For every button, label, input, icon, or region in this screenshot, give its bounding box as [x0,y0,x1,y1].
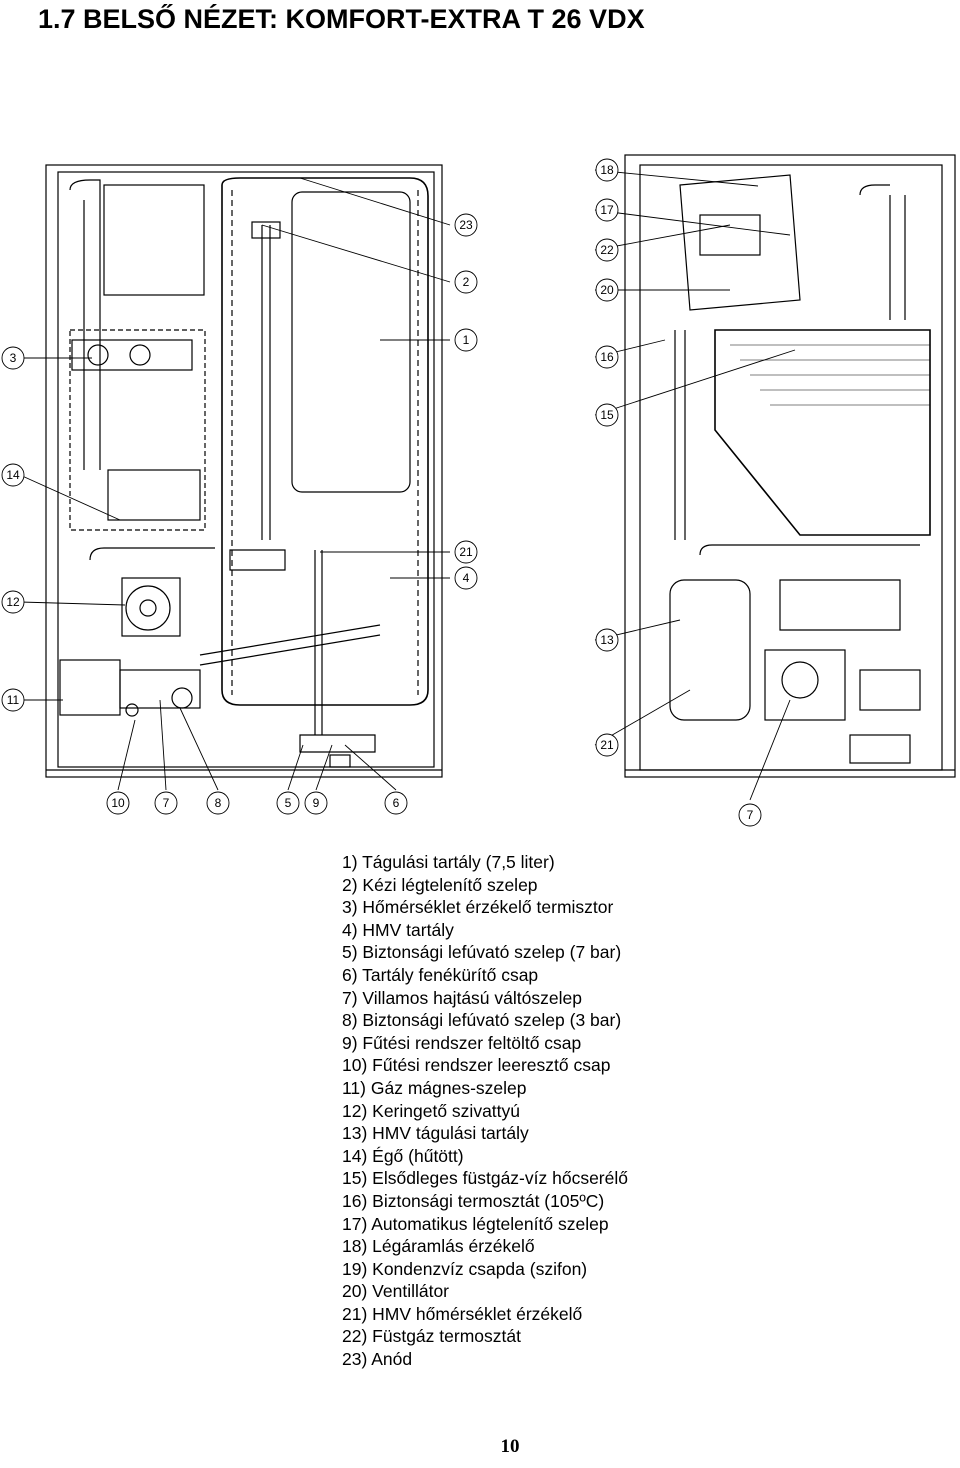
callout-label: 7 [747,808,754,822]
callout-12 [1,590,25,614]
callout-label: 14 [6,468,20,482]
callout-label: 12 [6,595,20,609]
legend-item: 23) Anód [342,1349,413,1370]
callout-22 [595,238,619,262]
legend-item: 1) Tágulási tartály (7,5 liter) [342,852,555,872]
callout-21b [595,733,619,757]
component-legend: 1) Tágulási tartály (7,5 liter) 2) Kézi … [342,851,628,1371]
callout-label: 13 [600,633,614,647]
callout-label: 18 [600,163,614,177]
left-unit-drawing [45,164,443,778]
callout-6 [384,791,408,815]
callout-label: 2 [463,275,470,289]
legend-item: 13) HMV tágulási tartály [342,1123,529,1144]
callout-label: 9 [313,796,320,810]
callout-3 [1,346,25,370]
right-unit-drawing [624,154,956,778]
callout-label: 7 [163,796,170,810]
callout-20 [595,278,619,302]
legend-item: 4) HMV tartály [342,919,454,940]
callout-label: 20 [600,283,614,297]
page-title: 1.7 BELSŐ NÉZET: KOMFORT-EXTRA T 26 VDX [38,4,645,34]
legend-item: 18) Légáramlás érzékelő [342,1236,535,1257]
legend-item: 2) Kézi légtelenítő szelep [342,874,538,895]
callout-23 [454,213,478,237]
legend-item: 7) Villamos hajtású váltószelep [342,987,582,1008]
legend-item: 6) Tartály fenékürítő csap [342,964,539,985]
callout-label: 16 [600,350,614,364]
callout-16 [595,345,619,369]
callout-label: 21 [600,738,614,752]
callout-label: 10 [111,796,125,810]
callout-label: 4 [463,571,470,585]
legend-item: 15) Elsődleges füstgáz-víz hőcserélő [342,1168,628,1189]
callout-label: 3 [10,351,17,365]
callout-label: 17 [600,203,614,217]
legend-item: 21) HMV hőmérséklet érzékelő [342,1303,583,1324]
callout-label: 15 [600,408,614,422]
boiler-technical-drawing: 18 17 23 22 2 20 3 1 16 15 14 21 4 12 13… [1,154,956,827]
callout-label: 23 [459,218,473,232]
callout-15 [595,403,619,427]
legend-item: 3) Hőmérséklet érzékelő termisztor [342,897,614,918]
legend-item: 10) Fűtési rendszer leeresztő csap [342,1055,611,1076]
callout-label: 22 [600,243,614,257]
callout-2 [454,270,478,294]
legend-item: 12) Keringető szivattyú [342,1100,521,1121]
legend-item: 16) Biztonsági termosztát (105ºC) [342,1190,605,1211]
callout-label: 21 [459,545,473,559]
callout-18 [595,158,619,182]
callout-11 [1,688,25,712]
legend-item: 8) Biztonsági lefúvató szelep (3 bar) [342,1010,622,1031]
legend-item: 22) Füstgáz termosztát [342,1326,521,1347]
callout-label: 1 [463,333,470,347]
legend-item: 14) Égő (hűtött) [342,1145,464,1166]
callout-8 [206,791,230,815]
legend-item: 9) Fűtési rendszer feltöltő csap [342,1032,582,1053]
callout-1 [454,328,478,352]
callout-label: 6 [393,796,400,810]
legend-item: 5) Biztonsági lefúvató szelep (7 bar) [342,942,622,963]
legend-item: 19) Kondenzvíz csapda (szifon) [342,1258,588,1279]
page-number: 10 [500,1436,520,1457]
callout-label: 11 [7,693,20,707]
callout-17 [595,198,619,222]
callout-label: 5 [285,796,292,810]
callout-label: 8 [215,796,222,810]
callout-10 [106,791,130,815]
callout-13 [595,628,619,652]
callout-14 [1,463,25,487]
legend-item: 11) Gáz mágnes-szelep [342,1077,527,1098]
callout-4 [454,566,478,590]
callout-5 [276,791,300,815]
callout-21a [454,540,478,564]
callout-7b [738,803,762,827]
legend-item: 20) Ventillátor [342,1281,450,1302]
callout-9 [304,791,328,815]
callout-7a [154,791,178,815]
legend-item: 17) Automatikus légtelenítő szelep [342,1213,609,1234]
